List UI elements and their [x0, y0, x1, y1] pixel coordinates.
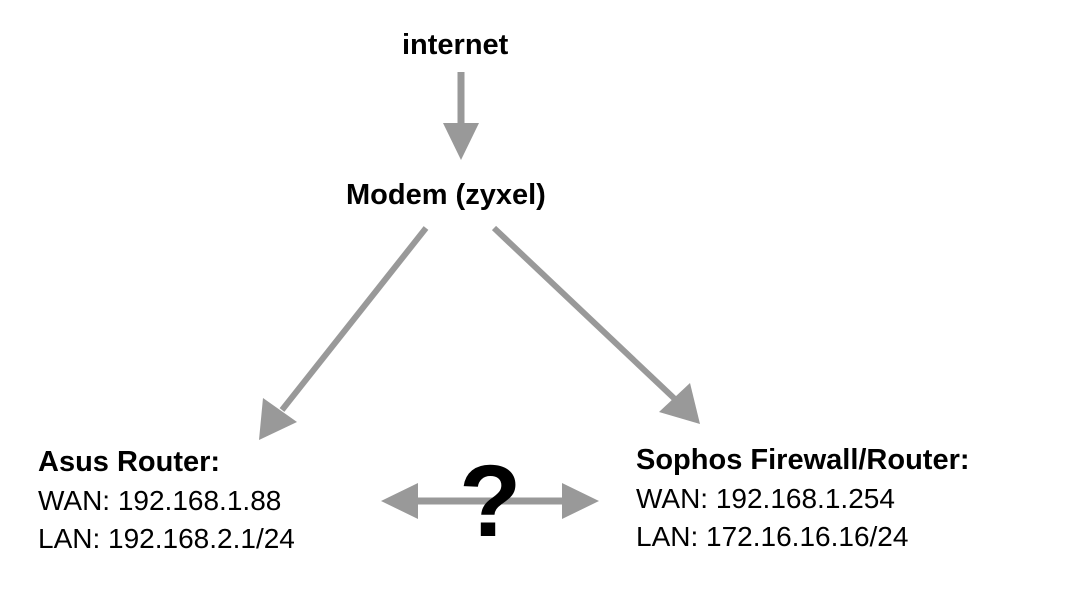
sophos-firewall-lan: LAN: 172.16.16.16/24: [636, 521, 909, 552]
arrow-internet-to-modem: [443, 72, 479, 160]
asus-router-lan: LAN: 192.168.2.1/24: [38, 523, 295, 554]
arrow-modem-to-sophos: [491, 225, 700, 424]
node-sophos-firewall: Sophos Firewall/Router: WAN: 192.168.1.2…: [636, 446, 970, 551]
question-mark-label: ?: [459, 444, 522, 558]
node-modem: Modem (zyxel): [346, 181, 546, 210]
sophos-firewall-wan: WAN: 192.168.1.254: [636, 483, 895, 514]
arrow-asus-sophos-bidirectional: [381, 483, 599, 519]
arrow-modem-to-asus: [259, 226, 429, 440]
asus-router-title: Asus Router:: [38, 446, 221, 478]
modem-label: Modem (zyxel): [346, 179, 546, 211]
node-asus-router: Asus Router: WAN: 192.168.1.88 LAN: 192.…: [38, 448, 295, 553]
asus-router-wan: WAN: 192.168.1.88: [38, 485, 282, 516]
sophos-firewall-title: Sophos Firewall/Router:: [636, 444, 970, 476]
node-internet: internet: [402, 31, 508, 60]
internet-label: internet: [402, 29, 509, 61]
